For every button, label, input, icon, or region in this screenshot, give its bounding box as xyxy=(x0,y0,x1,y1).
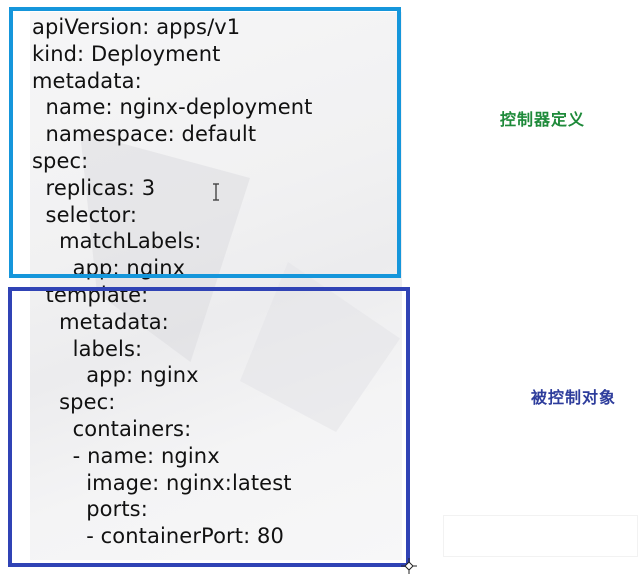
text-cursor-icon xyxy=(213,183,219,201)
blank-patch xyxy=(443,515,638,557)
controlled-object-label: 被控制对象 xyxy=(531,388,617,407)
controller-definition-label: 控制器定义 xyxy=(500,110,586,129)
controlled-object-box xyxy=(8,287,410,567)
yaml-code-panel xyxy=(30,12,402,560)
controller-definition-box xyxy=(9,7,401,278)
resize-handle-icon[interactable] xyxy=(399,556,419,576)
